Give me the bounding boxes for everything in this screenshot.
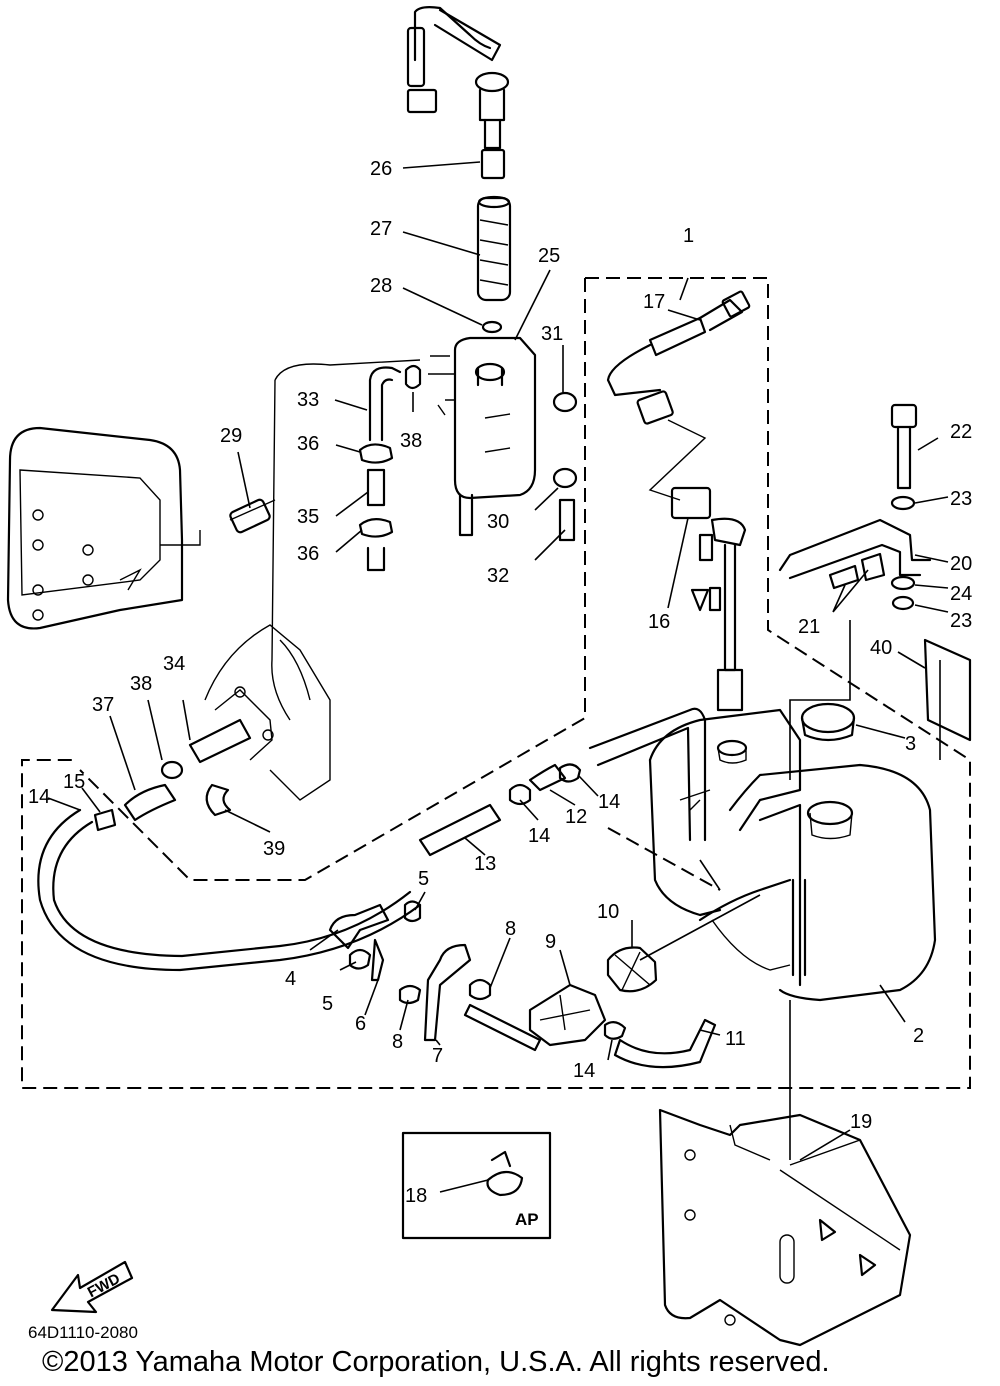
callout-17: 17 [643,291,665,313]
oil-sensor-wiring [606,290,751,712]
callout-31: 31 [541,323,563,345]
callout-18: 18 [405,1185,427,1207]
callout-28: 28 [370,275,392,297]
callout-2: 2 [913,1025,924,1047]
callout-14: 14 [28,786,50,808]
oil-level-sensor-cable [406,6,510,180]
callout-36: 36 [297,433,319,455]
callout-32: 32 [487,565,509,587]
callout-7: 7 [432,1045,443,1067]
callout-9: 9 [545,931,556,953]
callout-26: 26 [370,158,392,180]
oil-filter [476,195,512,302]
oil-tank [648,702,937,1002]
assembly-boundary-lines [21,277,971,1089]
callout-12: 12 [565,806,587,828]
engine-bracket-outline [204,624,331,801]
oil-pump-parts [328,900,717,1069]
caution-label [923,638,972,742]
callout-36: 36 [297,543,319,565]
fwd-arrow: FWD [50,1260,134,1314]
callout-11: 11 [725,1028,746,1050]
callout-19: 19 [850,1111,872,1133]
callout-34: 34 [163,653,185,675]
callout-38: 38 [130,673,152,695]
breather-parts [93,718,252,832]
sub-oil-tank [428,336,537,537]
callout-27: 27 [370,218,392,240]
callout-14: 14 [528,825,550,847]
callout-15: 15 [63,771,85,793]
callout-6: 6 [355,1013,366,1035]
callout-35: 35 [297,506,319,528]
callout-14: 14 [598,791,620,813]
callout-numbers: 1 2 3 4 5 5 6 7 8 8 9 10 11 12 13 14 14 … [28,158,972,1207]
grommets-and-bolt [552,391,578,542]
callout-23: 23 [950,610,972,632]
drawing-code: 64D1110-2080 [28,1323,138,1342]
callout-3: 3 [905,733,916,755]
callout-5: 5 [418,868,429,890]
copyright-notice: ©2013 Yamaha Motor Corporation, U.S.A. A… [42,1346,830,1378]
callout-22: 22 [950,421,972,443]
ap-inset: AP [401,1131,552,1240]
oil-hose [37,359,422,972]
callout-30: 30 [487,511,509,533]
tank-band-hardware [778,403,932,611]
callout-8: 8 [392,1031,403,1053]
o-ring [481,320,503,334]
callout-13: 13 [474,853,496,875]
callout-4: 4 [285,968,296,990]
callout-1: 1 [683,225,694,247]
leader-lines [47,161,949,1161]
ap-label: AP [515,1210,539,1229]
callout-38: 38 [400,430,422,452]
callout-29: 29 [220,425,242,447]
callout-5: 5 [322,993,333,1015]
callout-39: 39 [263,838,285,860]
callout-10: 10 [597,901,619,923]
callout-23: 23 [950,488,972,510]
callout-20: 20 [950,553,972,575]
callout-21: 21 [798,616,820,638]
callout-25: 25 [538,245,560,267]
engine-outline [6,426,201,630]
callout-40: 40 [870,637,892,659]
callout-8: 8 [505,918,516,940]
callout-14: 14 [573,1060,595,1082]
callout-37: 37 [92,694,114,716]
callout-33: 33 [297,389,319,411]
callout-24: 24 [950,583,972,605]
hose-joints [358,364,422,572]
tank-bracket [658,1108,912,1347]
callout-16: 16 [648,611,670,633]
